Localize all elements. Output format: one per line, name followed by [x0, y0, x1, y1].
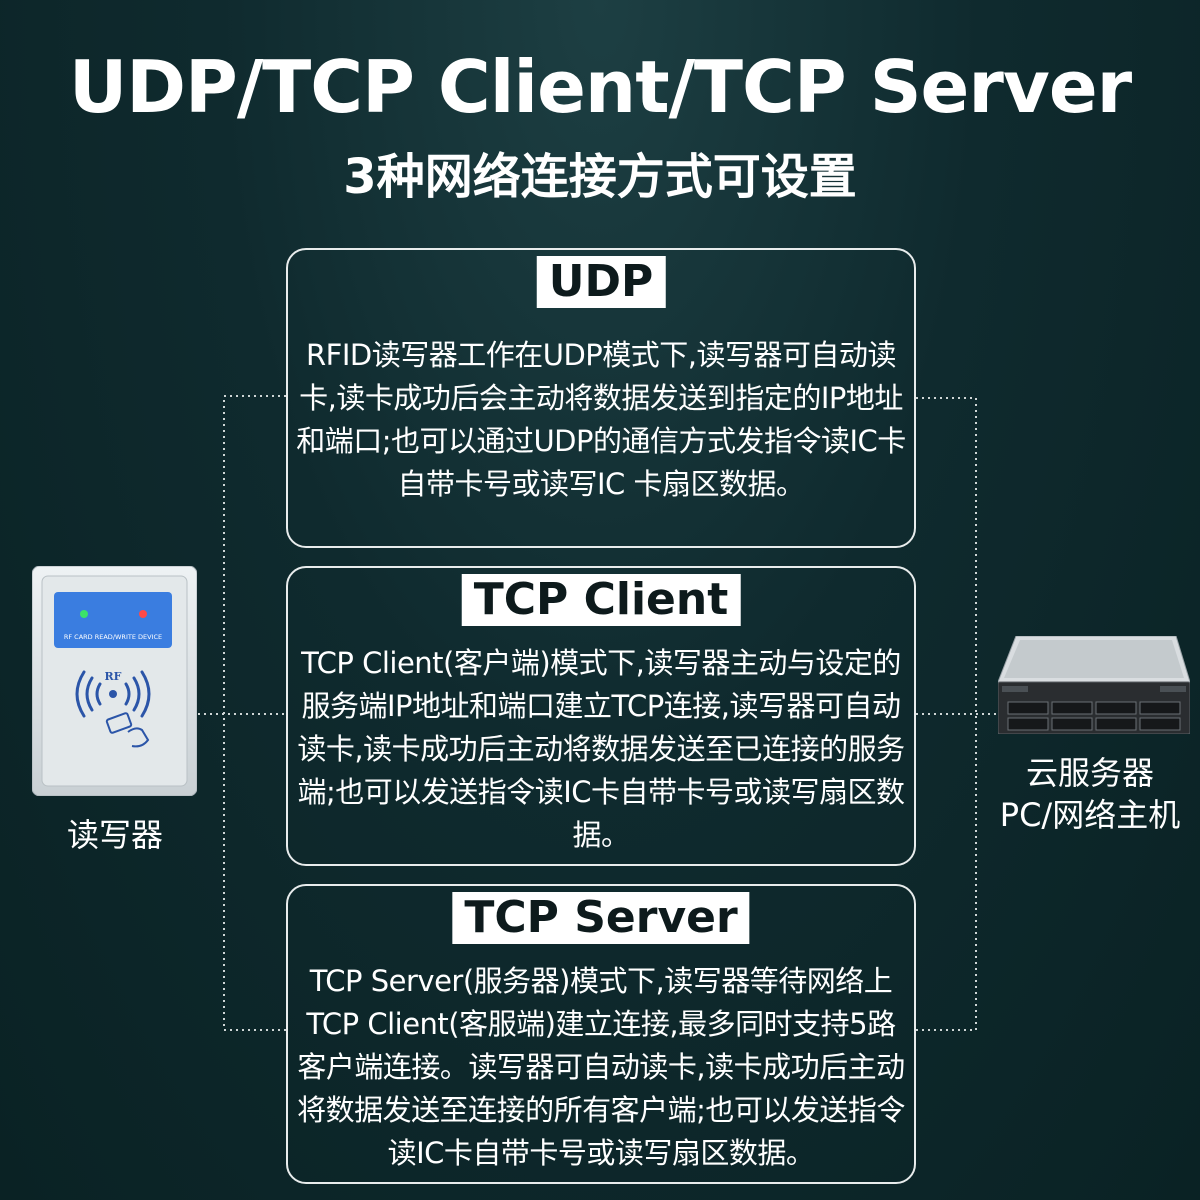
mode-description-udp: RFID读写器工作在UDP模式下,读写器可自动读卡,读卡成功后会主动将数据发送到…: [296, 338, 906, 501]
connector-right-bracket: [916, 397, 977, 1031]
mode-badge-tcp-server: TCP Server: [452, 892, 750, 944]
card-reader-icon: RF CARD READ/WRITE DEVICE RF: [32, 566, 197, 796]
reader-led-green: [80, 610, 88, 618]
mode-description-tcp-client: TCP Client(客户端)模式下,读写器主动与设定的服务端IP地址和端口建立…: [297, 646, 905, 852]
mode-description-tcp-server: TCP Server(服务器)模式下,读写器等待网络上TCP Client(客服…: [297, 964, 905, 1170]
mode-box-tcp-server: TCP Server TCP Server(服务器)模式下,读写器等待网络上TC…: [286, 884, 916, 1184]
page-title: UDP/TCP Client/TCP Server: [68, 45, 1132, 129]
reader-panel: [54, 592, 172, 648]
mode-badge-udp: UDP: [536, 256, 666, 308]
mode-badge-tcp-client: TCP Client: [461, 574, 741, 626]
reader-rf-text: RF: [105, 670, 122, 683]
page-subtitle: 3种网络连接方式可设置: [343, 149, 857, 205]
reader-label: 读写器: [66, 816, 163, 854]
server-icon: [998, 636, 1190, 734]
mode-box-udp: UDP RFID读写器工作在UDP模式下,读写器可自动读卡,读卡成功后会主动将数…: [286, 248, 916, 548]
server-label-line1: 云服务器: [1025, 754, 1154, 792]
mode-box-tcp-client: TCP Client TCP Client(客户端)模式下,读写器主动与设定的服…: [286, 566, 916, 866]
server-label: 云服务器 PC/网络主机: [985, 752, 1195, 836]
reader-panel-text: RF CARD READ/WRITE DEVICE: [64, 633, 162, 641]
hand-card-icon: [105, 712, 150, 748]
reader-led-red: [139, 610, 147, 618]
rf-wave-icon: [75, 670, 151, 718]
server-label-line2: PC/网络主机: [999, 796, 1181, 834]
